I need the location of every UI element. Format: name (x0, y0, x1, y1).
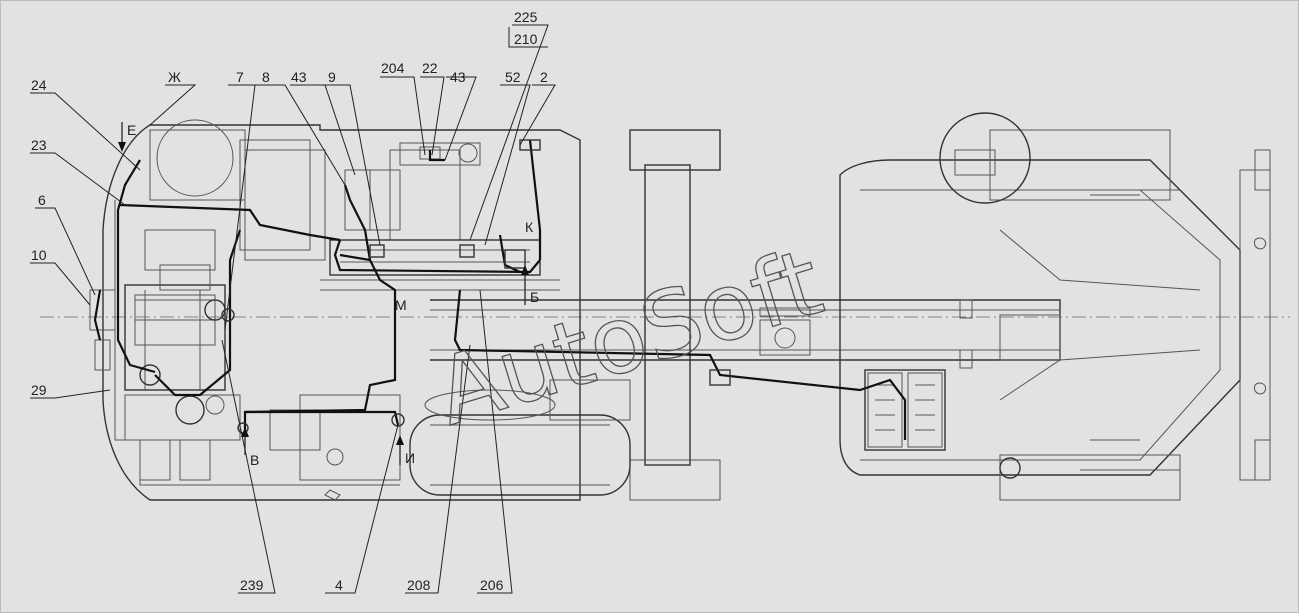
callout-208: 208 (407, 577, 431, 593)
callout-7: 7 (236, 69, 244, 85)
callout-43a: 43 (291, 69, 307, 85)
callout-239: 239 (240, 577, 264, 593)
callout-22: 22 (422, 60, 438, 76)
cab-interior (244, 142, 560, 291)
callout-23: 23 (31, 137, 47, 153)
watermark: AutoSoft (424, 229, 833, 447)
rear-body (839, 112, 1271, 501)
view-marker-b: Б (530, 289, 539, 305)
engine-block (89, 264, 226, 425)
callout-29: 29 (31, 382, 47, 398)
battery-box (864, 369, 946, 451)
view-marker-k: К (525, 219, 534, 235)
callout-10: 10 (31, 247, 47, 263)
callout-206: 206 (480, 577, 504, 593)
view-arrows (118, 122, 529, 465)
callout-4: 4 (335, 577, 343, 593)
callout-52: 52 (505, 69, 521, 85)
callout-8: 8 (262, 69, 270, 85)
frame-rails (430, 129, 1061, 501)
view-marker-i: И (405, 450, 415, 466)
callout-43b: 43 (450, 69, 466, 85)
callout-6: 6 (38, 192, 46, 208)
view-marker-labels: Е В И К Б М (127, 122, 539, 468)
view-marker-v: В (250, 452, 259, 468)
callout-204: 204 (381, 60, 405, 76)
callout-labels: 24 23 6 10 29 Ж 7 8 43 9 204 22 43 225 2… (31, 9, 548, 593)
callout-9: 9 (328, 69, 336, 85)
callout-24: 24 (31, 77, 47, 93)
cab-outline (102, 119, 581, 501)
view-marker-e: Е (127, 122, 136, 138)
leader-lines (30, 24, 556, 594)
callout-210: 210 (514, 31, 538, 47)
view-marker-m: М (395, 297, 407, 313)
wiring-harness (93, 139, 907, 440)
callout-zh: Ж (168, 69, 181, 85)
callout-225: 225 (514, 9, 538, 25)
callout-2: 2 (540, 69, 548, 85)
